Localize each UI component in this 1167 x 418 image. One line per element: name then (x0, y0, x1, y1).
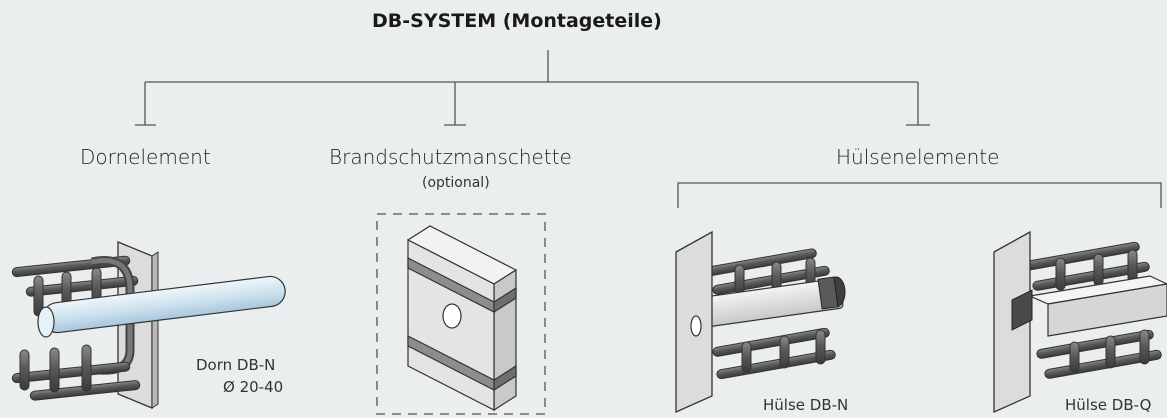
part-label-dorn-size: Ø 20-40 (223, 378, 284, 396)
diagram-title: DB-SYSTEM (Montageteile) (372, 10, 662, 32)
tree-connectors (135, 50, 930, 126)
huelsen-bracket (677, 182, 1162, 208)
huelse-db-q-illustration (993, 230, 1167, 414)
branch-label-dornelement: Dornelement (80, 145, 211, 169)
dorn-db-n-illustration (11, 241, 286, 409)
branch-label-huelsenelemente: Hülsenelemente (836, 145, 1000, 169)
part-label-dorn-db-n: Dorn DB-N (196, 356, 276, 374)
part-label-huelse-db-q: Hülse DB-Q (1065, 396, 1152, 414)
part-label-huelse-db-n: Hülse DB-N (763, 396, 849, 414)
branch-label-brandschutzmanschette: Brandschutzmanschette (329, 145, 572, 169)
huelse-db-n-illustration (675, 230, 846, 414)
optional-dashed-frame (376, 213, 546, 415)
branch-note-optional: (optional) (422, 175, 490, 191)
brandschutzmanschette-illustration (406, 225, 518, 412)
